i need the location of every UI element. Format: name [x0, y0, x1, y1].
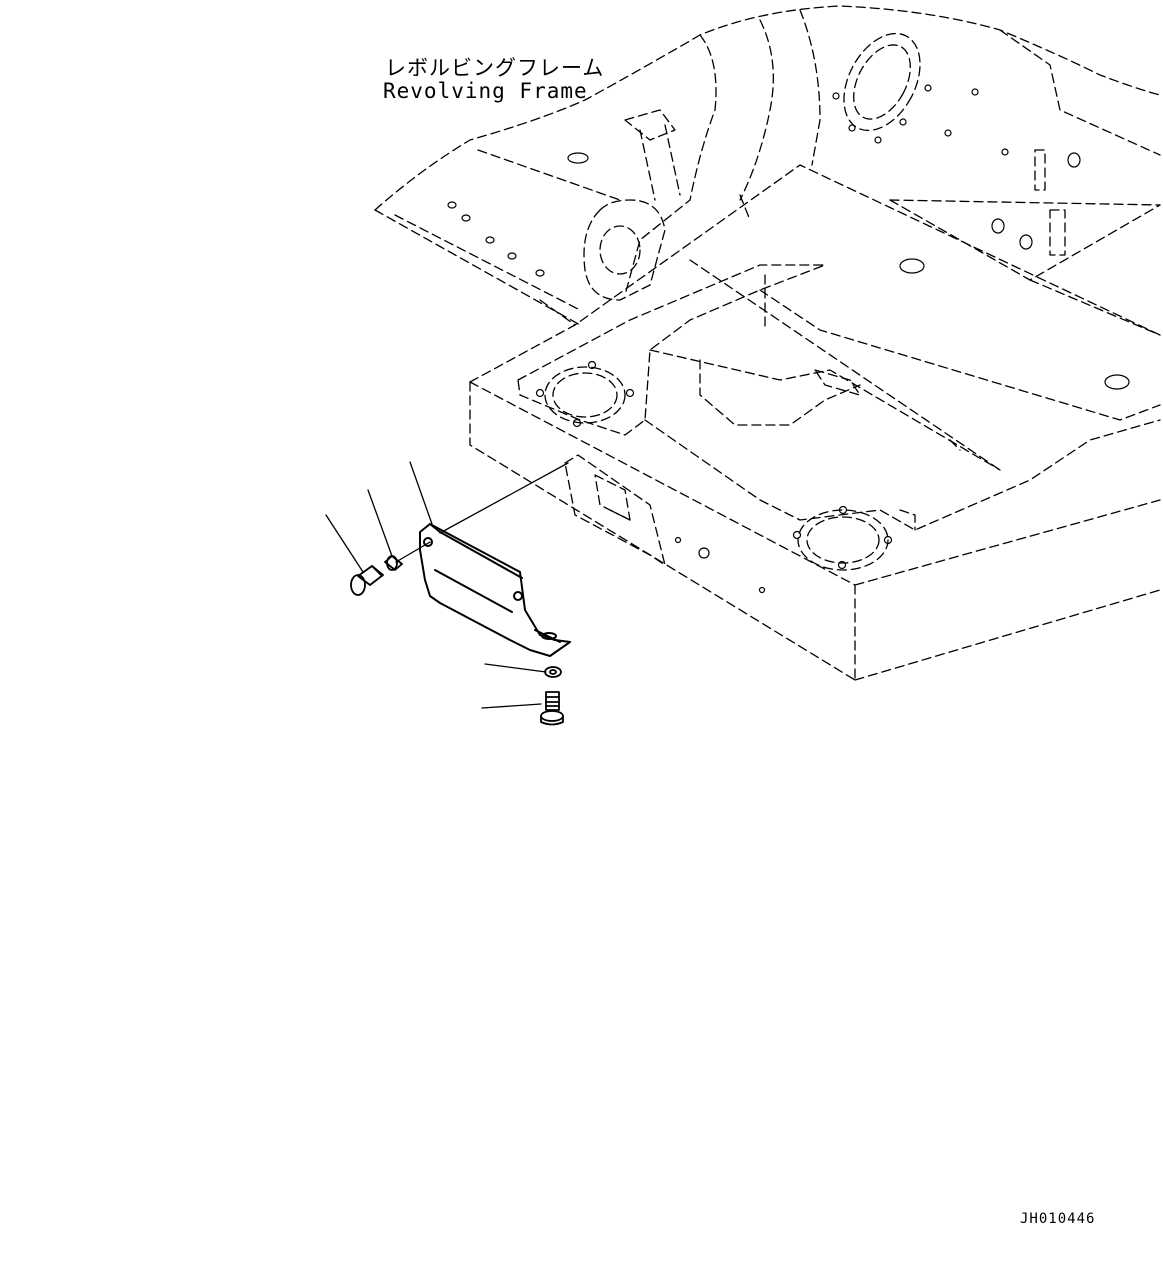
side-fasteners [350, 555, 403, 596]
frame-holes [447, 84, 1130, 390]
mount-holes [535, 360, 893, 594]
frame-side-bracket [564, 454, 666, 566]
bottom-fasteners [540, 666, 564, 726]
leader-lines [325, 461, 569, 709]
frame-body [469, 164, 1161, 681]
cover-plate [419, 523, 571, 657]
frame-label-japanese: レボルビングフレーム [385, 56, 605, 80]
frame-label-english: Revolving Frame [383, 79, 588, 103]
revolving-frame-outline [374, 5, 1161, 336]
drawing-number: JH010446 [1020, 1211, 1096, 1227]
